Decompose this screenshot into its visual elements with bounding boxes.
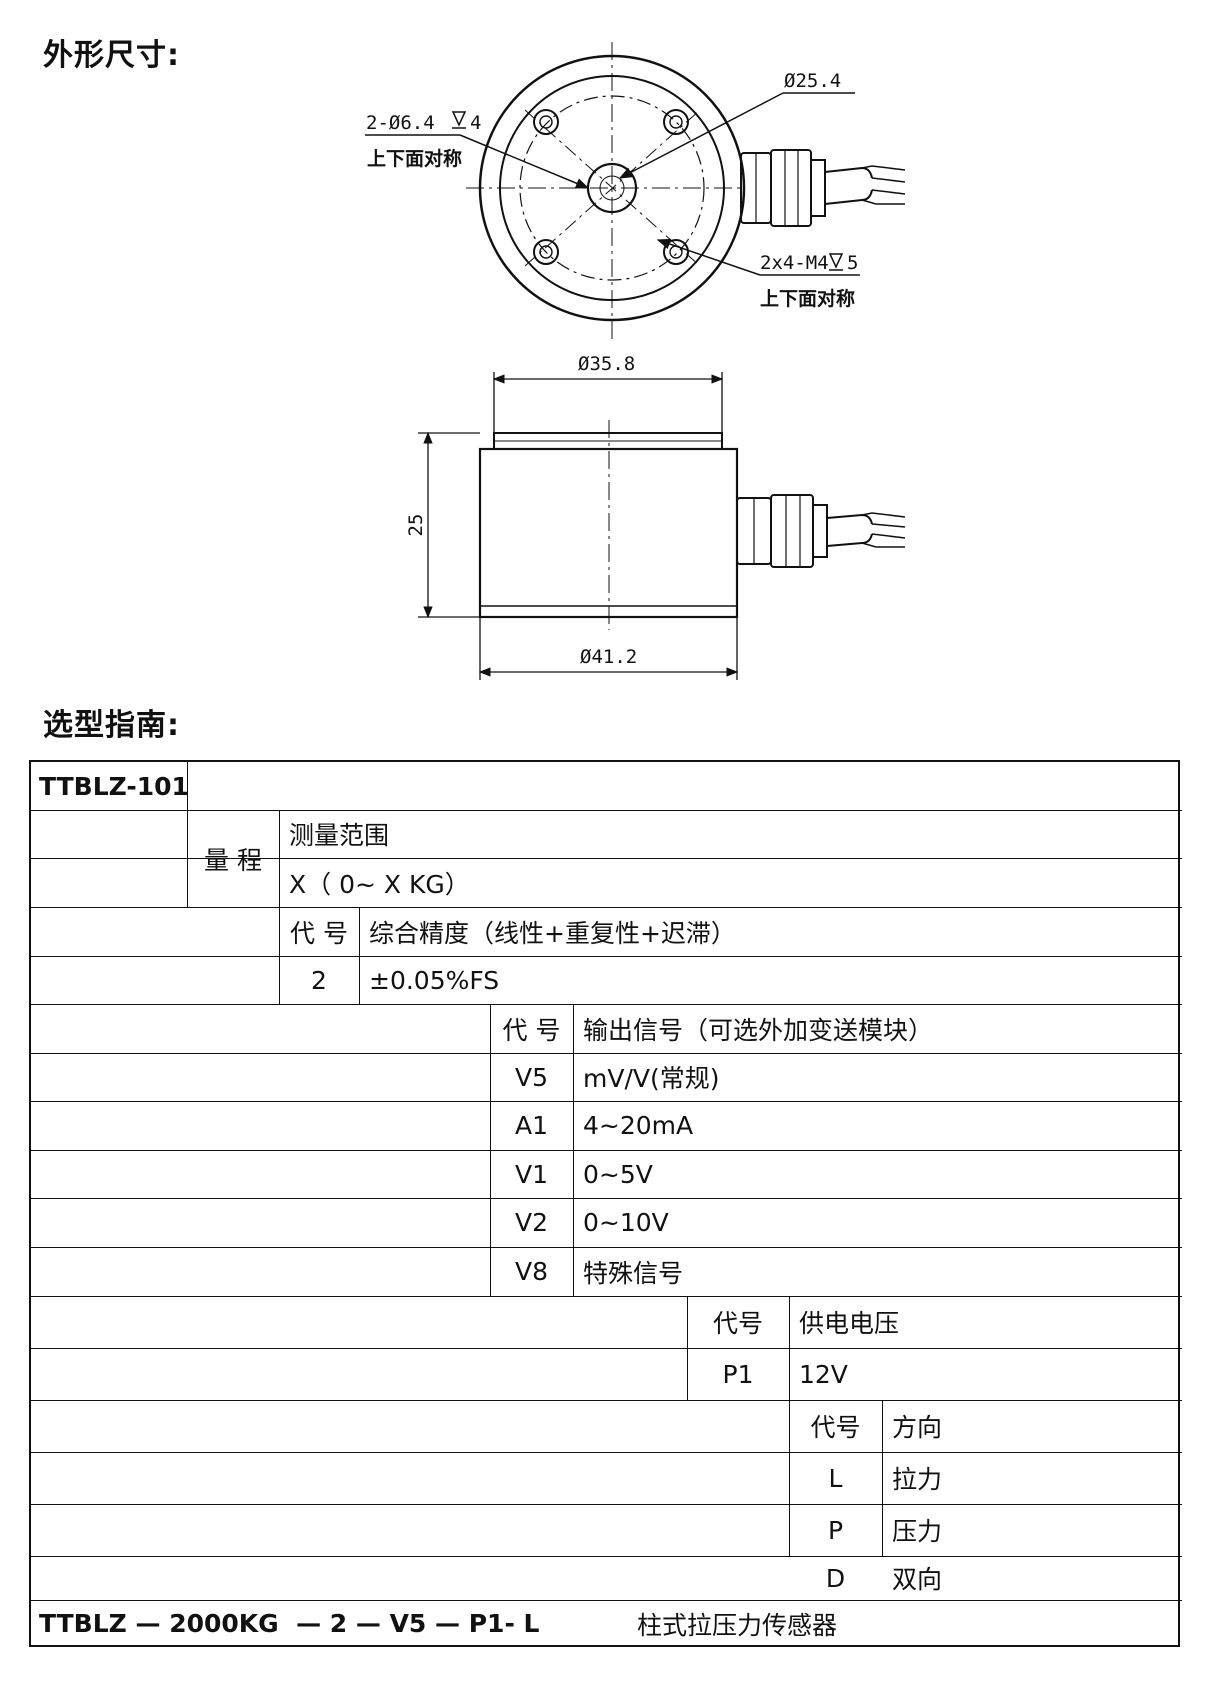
direction-label: 拉力 <box>892 1465 943 1494</box>
accuracy-value: ±0.05%FS <box>369 965 500 995</box>
output-label: mV/V(常规) <box>583 1064 720 1093</box>
output-code: V1 <box>514 1159 548 1189</box>
direction-header: 方向 <box>892 1413 943 1442</box>
output-label: 0~5V <box>583 1159 653 1189</box>
svg-text:5: 5 <box>847 252 858 274</box>
cable-gland-top <box>740 149 906 227</box>
range-label: 量 程 <box>204 845 262 875</box>
output-code: V5 <box>514 1062 548 1092</box>
selection-guide-heading: 选型指南: <box>43 708 180 743</box>
output-label: 特殊信号 <box>583 1258 684 1288</box>
hole-symmetry-note: 上下面对称 <box>367 147 462 170</box>
accuracy-code-header: 代 号 <box>290 918 348 948</box>
accuracy-code: 2 <box>311 965 327 995</box>
side-view-dimensions <box>418 372 739 680</box>
output-code: V8 <box>514 1257 548 1286</box>
top-view-callouts: 2-Ø6.4 4 上下面对称 Ø25.4 2x4-M4 5 上下面对称 <box>365 70 860 310</box>
output-label: 4~20mA <box>583 1111 694 1140</box>
dimensions-heading: 外形尺寸: <box>43 38 180 73</box>
power-code-header: 代号 <box>712 1309 763 1338</box>
direction-code: D <box>825 1563 846 1593</box>
direction-code-header: 代号 <box>810 1413 861 1442</box>
output-label: 0~10V <box>583 1208 669 1237</box>
accuracy-header: 综合精度（线性+重复性+迟滞） <box>369 918 736 948</box>
output-code: A1 <box>514 1111 548 1140</box>
output-code: V2 <box>514 1208 548 1237</box>
outer-dia-callout: Ø25.4 <box>784 70 841 92</box>
depth-symbol-icon <box>451 111 467 129</box>
thread-symmetry-note: 上下面对称 <box>760 287 855 310</box>
power-header: 供电电压 <box>799 1309 900 1338</box>
model-cell: TTBLZ-101 <box>39 771 189 801</box>
hole-top-right <box>663 109 689 135</box>
height-label: 25 <box>405 514 427 537</box>
hole-callout: 2-Ø6.4 <box>366 112 435 134</box>
svg-text:4: 4 <box>470 112 481 134</box>
selection-guide-table: TTBLZ-101 量 程 测量范围 X（ 0~ X KG） 代 号 综合精度（… <box>29 760 1182 1647</box>
base-dia-label: Ø41.2 <box>580 646 637 668</box>
power-code: P1 <box>722 1359 754 1389</box>
range-value: X（ 0~ X KG） <box>289 869 470 899</box>
hole-bottom-right <box>663 239 689 265</box>
top-dia-label: Ø35.8 <box>578 353 635 375</box>
output-header: 输出信号（可选外加变送模块） <box>583 1015 934 1045</box>
order-example-desc: 柱式拉压力传感器 <box>637 1610 838 1640</box>
output-code-header: 代 号 <box>502 1015 561 1045</box>
order-example-code: TTBLZ — 2000KG — 2 — V5 — P1- L <box>39 1609 540 1638</box>
range-header: 测量范围 <box>289 821 390 850</box>
direction-label: 双向 <box>892 1565 943 1594</box>
direction-label: 压力 <box>892 1517 943 1546</box>
top-view <box>466 42 906 340</box>
hole-top-left <box>533 109 559 135</box>
direction-code: L <box>828 1463 843 1493</box>
hole-bottom-left <box>533 239 559 265</box>
power-value: 12V <box>799 1359 848 1389</box>
dimension-drawing: 2-Ø6.4 4 上下面对称 Ø25.4 2x4-M4 5 上下面对称 <box>365 42 906 680</box>
direction-code: P <box>827 1515 844 1545</box>
depth-symbol-icon-2 <box>828 253 844 271</box>
side-view <box>478 420 906 630</box>
cable-gland-side <box>736 494 906 568</box>
thread-callout: 2x4-M4 <box>760 252 829 274</box>
